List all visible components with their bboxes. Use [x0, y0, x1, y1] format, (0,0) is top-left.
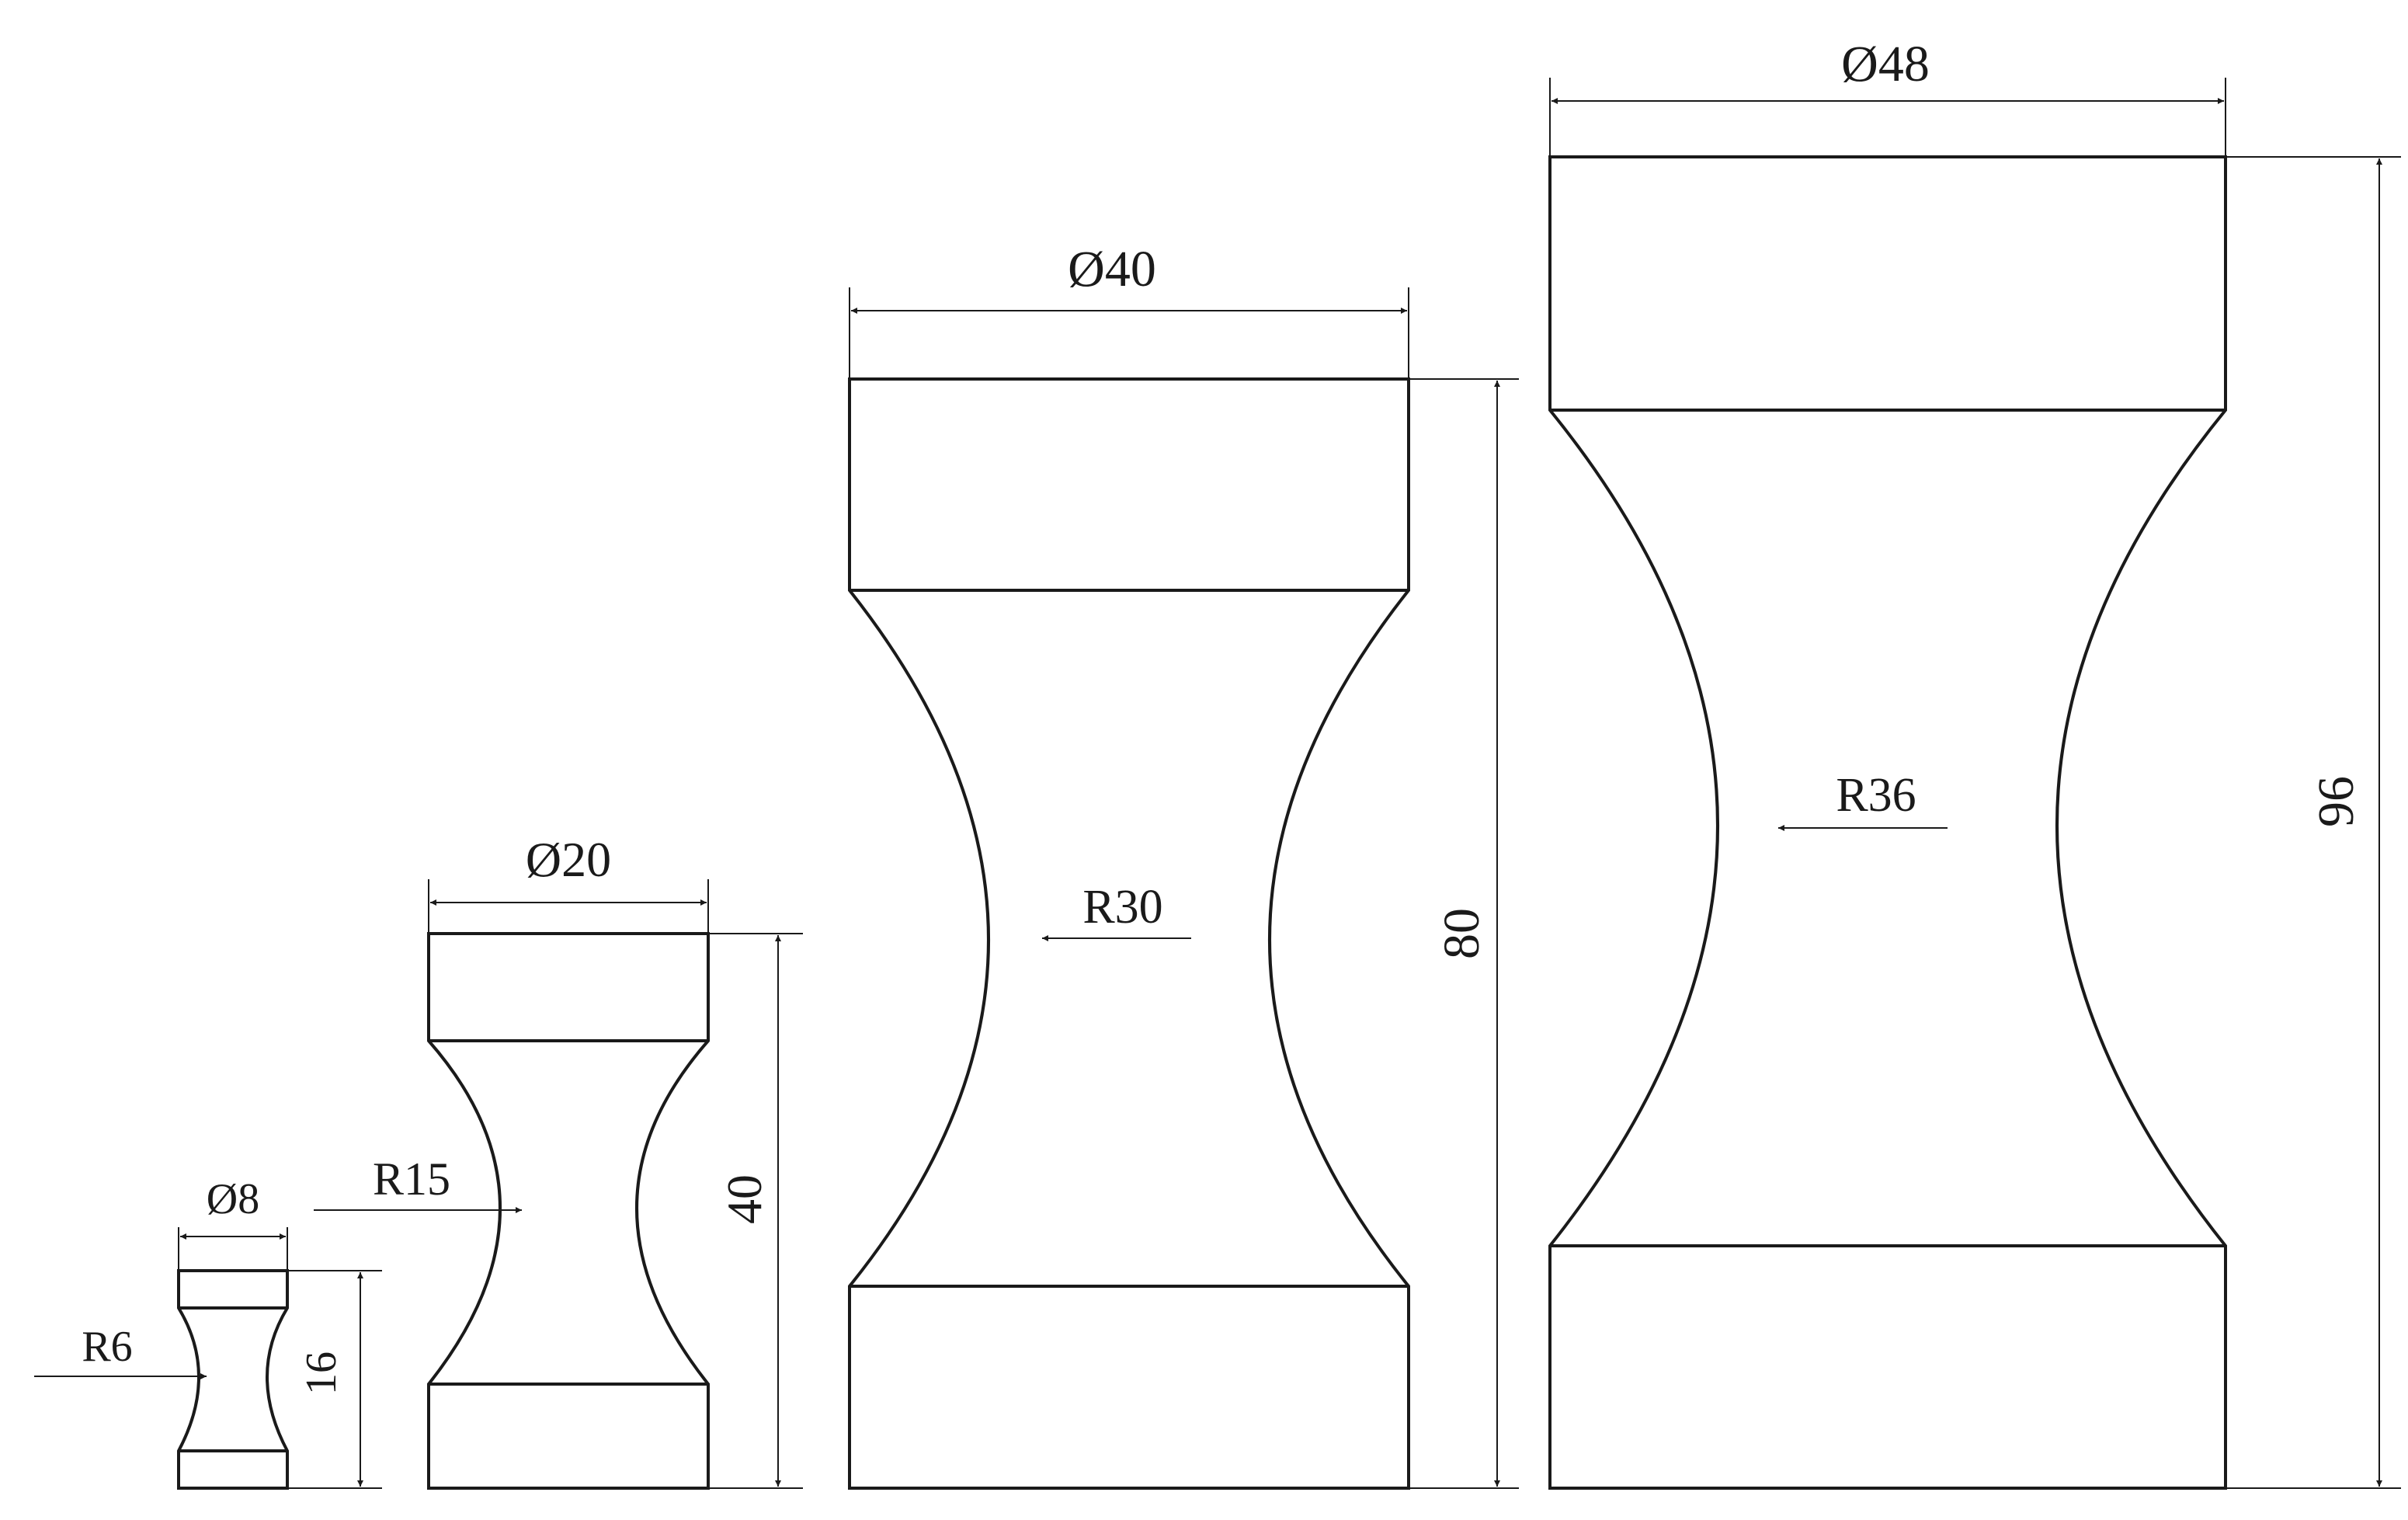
specimen-1-diameter-label: Ø8	[207, 1175, 259, 1223]
specimen-2-height-label: 40	[717, 1174, 772, 1224]
specimen-4-diameter-label: Ø48	[1841, 36, 1930, 92]
specimen-3-diameter-label: Ø40	[1068, 241, 1156, 297]
specimen-3: Ø40 80 R30	[848, 241, 1519, 1490]
specimen-3-radius-label: R30	[1082, 881, 1162, 934]
specimen-1: Ø8 16 R6	[34, 1175, 382, 1490]
specimen-2: Ø20 40 R15	[314, 832, 803, 1490]
specimen-1-radius-label: R6	[82, 1323, 132, 1371]
specimen-4-height-label: 96	[2308, 776, 2365, 827]
specimen-1-outline	[177, 1269, 289, 1490]
specimen-3-height-label: 80	[1433, 908, 1490, 959]
specimen-2-radius-label: R15	[373, 1153, 450, 1205]
specimen-3-outline	[848, 377, 1410, 1490]
specimen-1-height-label: 16	[297, 1351, 346, 1395]
specimen-2-diameter-label: Ø20	[526, 832, 611, 887]
specimen-4: Ø48 96 R36	[1548, 36, 2401, 1490]
specimen-4-radius-label: R36	[1836, 769, 1916, 822]
specimen-4-outline	[1548, 155, 2227, 1490]
